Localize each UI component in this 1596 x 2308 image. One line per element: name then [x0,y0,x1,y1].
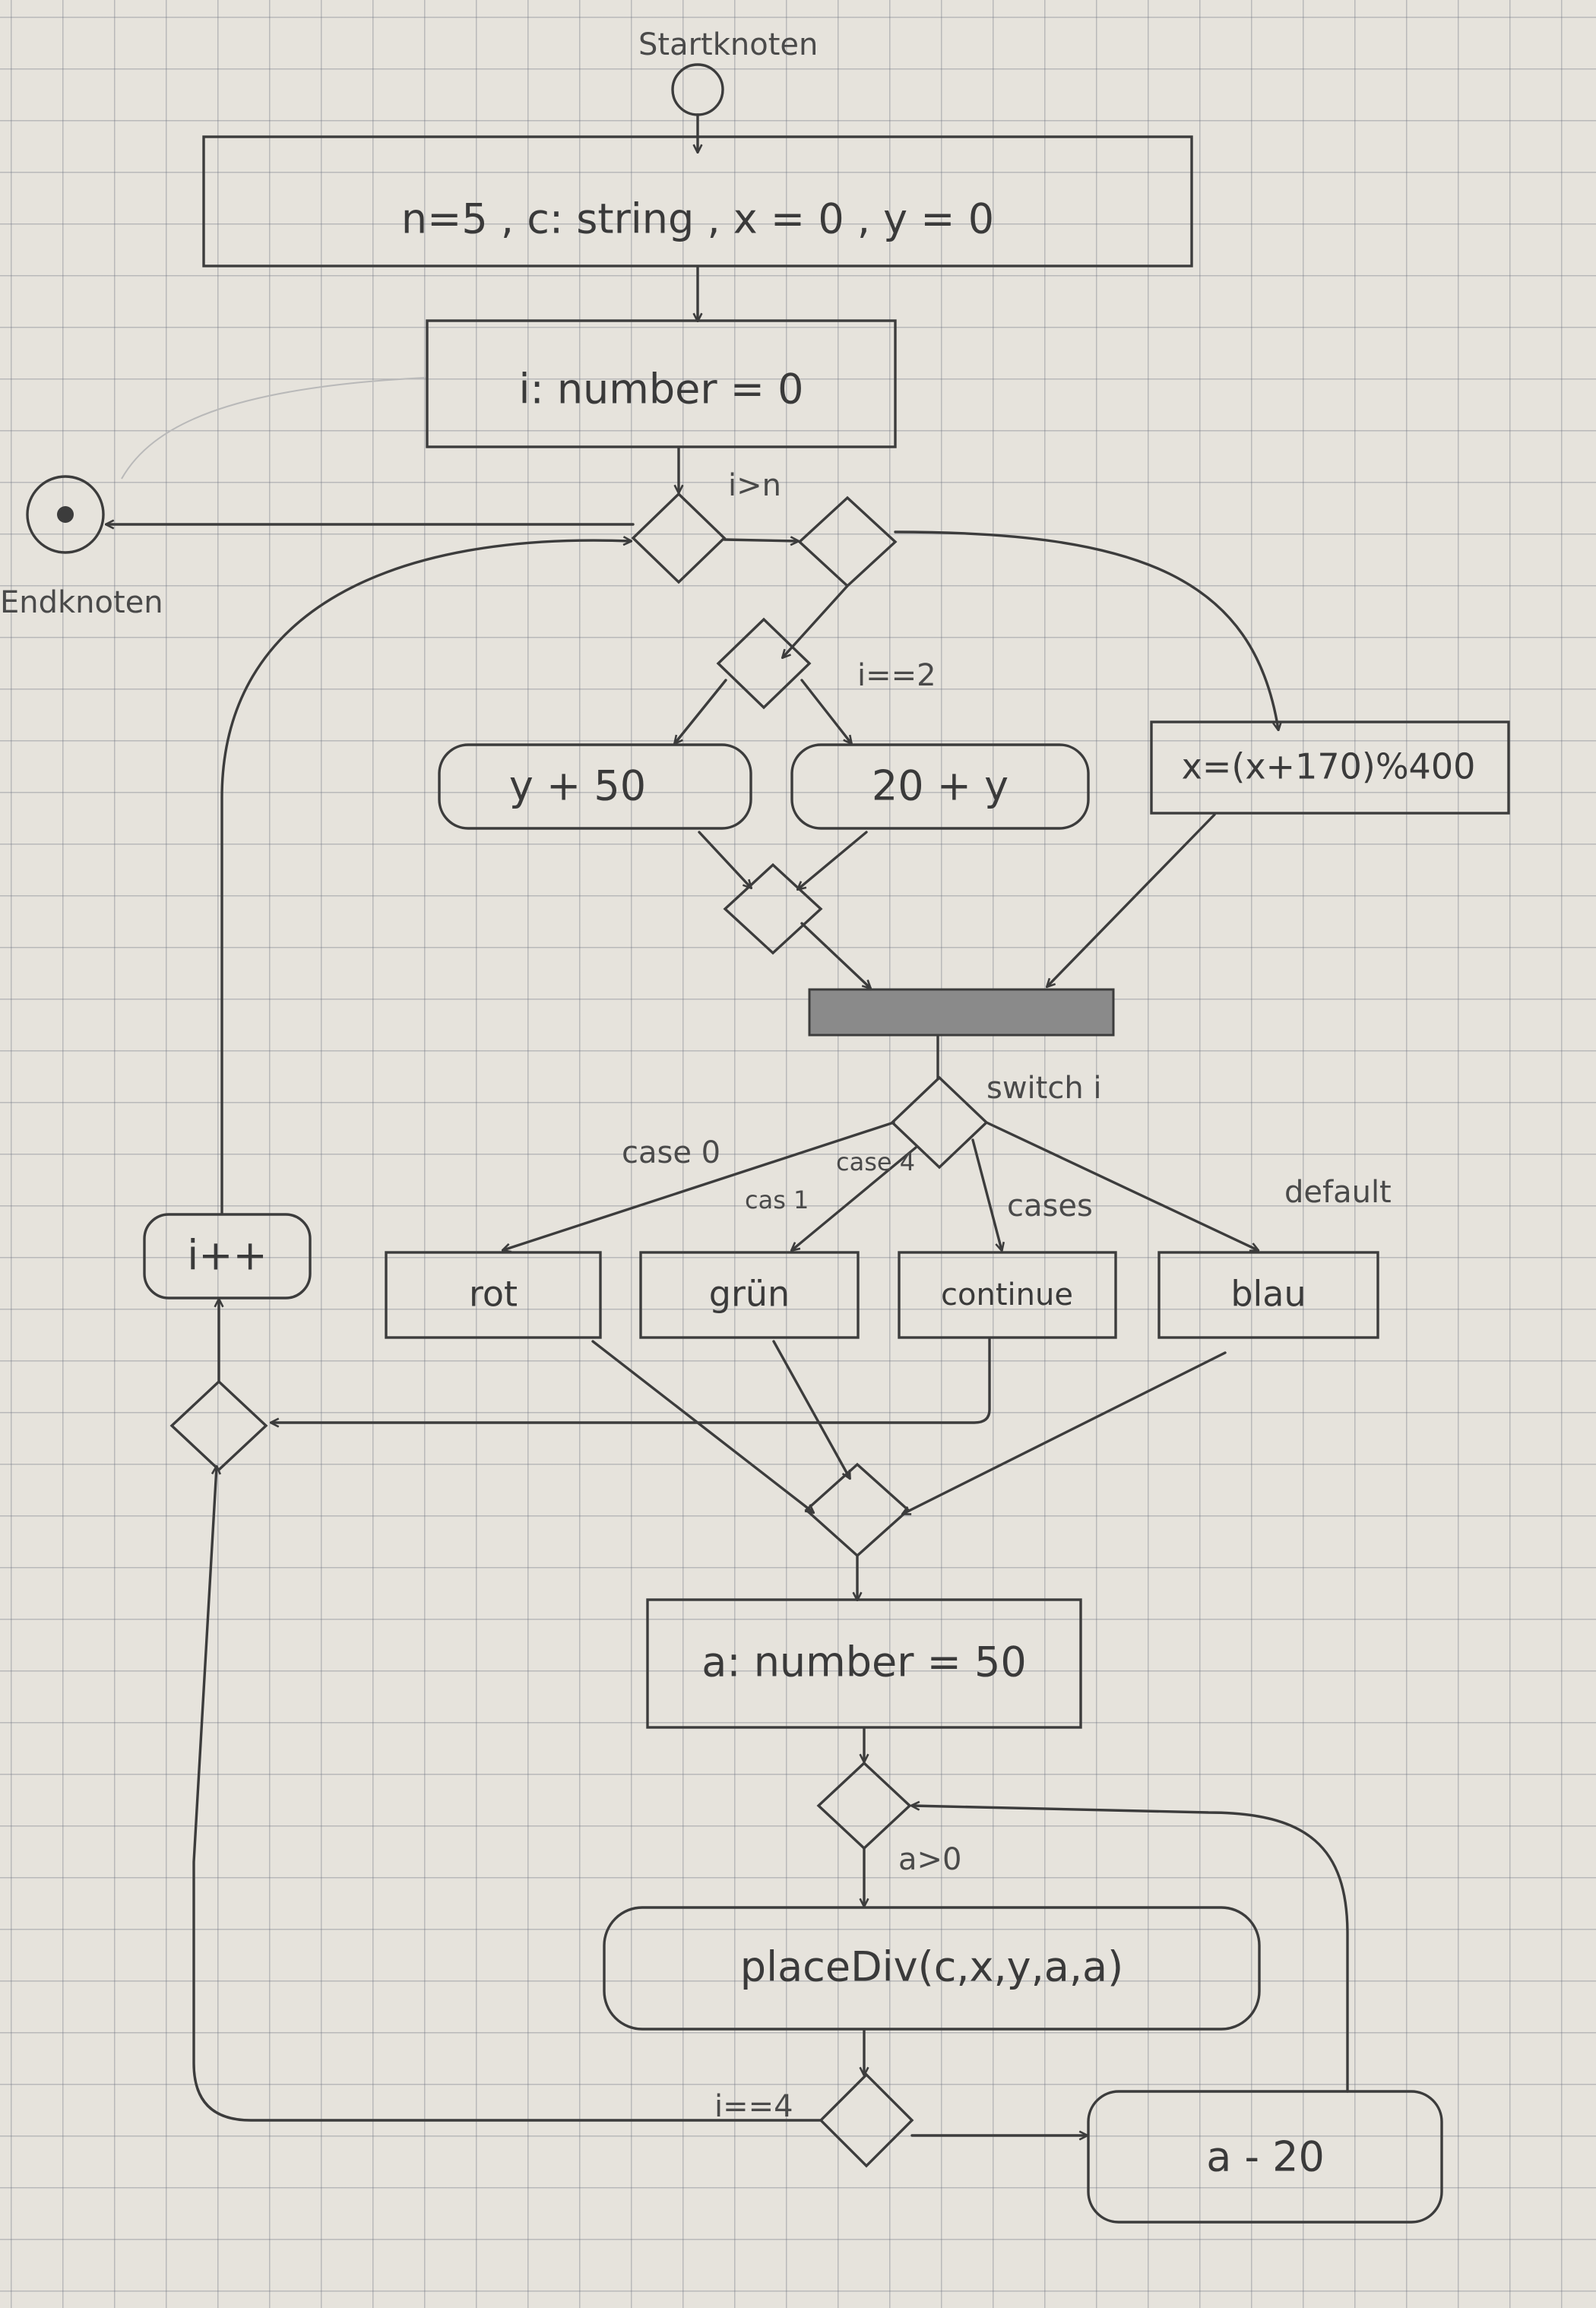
action-x-update [1150,720,1510,815]
edge-d2-ifcheck [783,584,849,657]
edge-continue-increment [271,1338,991,1423]
case5-label: cases [1007,1189,1093,1224]
edge-x-bar [1047,813,1216,986]
edge-case0 [503,1121,895,1250]
edge-case1 [792,1146,917,1250]
guard-i4: i==4 [714,2089,793,2124]
case-box-gruen-text: grün [709,1274,790,1315]
edge-d2-x-update [894,530,1278,730]
end-node-label: Endknoten [0,585,163,620]
synchronization-bar [808,988,1115,1037]
loop-decision [631,492,727,584]
place-div-text: placeDiv(c,x,y,a,a) [740,1943,1123,1991]
end-node [26,475,105,554]
i4-decision [819,2072,914,2168]
case-box-rot-text: rot [469,1274,518,1315]
case-box-continue-text: continue [941,1277,1073,1312]
increment-merge [169,1379,268,1472]
edge-case5 [971,1138,1002,1250]
edge-gruen-merge [772,1340,850,1478]
action-20-plus-y-text: 20 + y [872,762,1009,810]
case-box-blau [1157,1251,1379,1339]
a-minus-text: a - 20 [1206,2133,1325,2181]
case-box-gruen [639,1251,860,1339]
increment-text: i++ [187,1232,268,1280]
action-y-plus-50 [438,743,752,830]
init-action-text: n=5 , c: string , x = 0 , y = 0 [401,195,994,243]
case4-label: case 4 [836,1148,915,1176]
case-box-continue [898,1251,1117,1339]
end-node-dot [57,506,74,523]
switch-label: switch i [986,1071,1102,1106]
edge-blau-merge [903,1351,1227,1514]
if-decision [716,617,812,710]
default-label: default [1284,1175,1392,1210]
action-20-plus-y [790,743,1090,830]
if-merge [723,863,823,955]
edge-if-20y [800,679,851,743]
switch-decision [890,1075,989,1170]
edge-increment-loop [220,540,631,1214]
action-x-update-text: x=(x+170)%400 [1182,746,1476,787]
switch-merge [804,1462,910,1558]
guard-a: a>0 [898,1842,961,1877]
start-node [671,63,724,116]
edge-merge-bar [800,922,870,988]
loop-var-text: i: number = 0 [518,366,803,413]
init-action-box [202,135,1193,268]
edge-if-y50 [675,679,727,743]
place-div-box [603,1906,1261,2031]
loop-var-box [426,319,897,448]
a-minus-box [1087,2090,1443,2224]
edge-i4-back [192,1467,822,2122]
case0-label: case 0 [622,1135,720,1170]
a-init-text: a: number = 50 [701,1638,1027,1686]
increment-box [143,1213,312,1300]
a-loop-decision [816,1761,912,1851]
edge-rot-merge [591,1340,813,1512]
case1-label: cas 1 [745,1186,809,1214]
action-y-plus-50-text: y + 50 [509,762,646,810]
case-box-rot [385,1251,602,1339]
edge-default [985,1121,1258,1250]
case-box-blau-text: blau [1230,1274,1306,1315]
a-init-box [646,1598,1082,1729]
faint-stray-line [121,377,426,480]
branch-decision [797,495,898,588]
edge-20y-merge [798,831,868,889]
edge-y50-merge [698,831,751,888]
start-node-label: Startknoten [638,27,818,62]
edge-a-minus-loop [912,1806,1349,2093]
guard-if: i==2 [857,658,936,693]
guard-loop-exit: i>n [728,468,781,503]
edge-decision-d2 [723,540,798,541]
